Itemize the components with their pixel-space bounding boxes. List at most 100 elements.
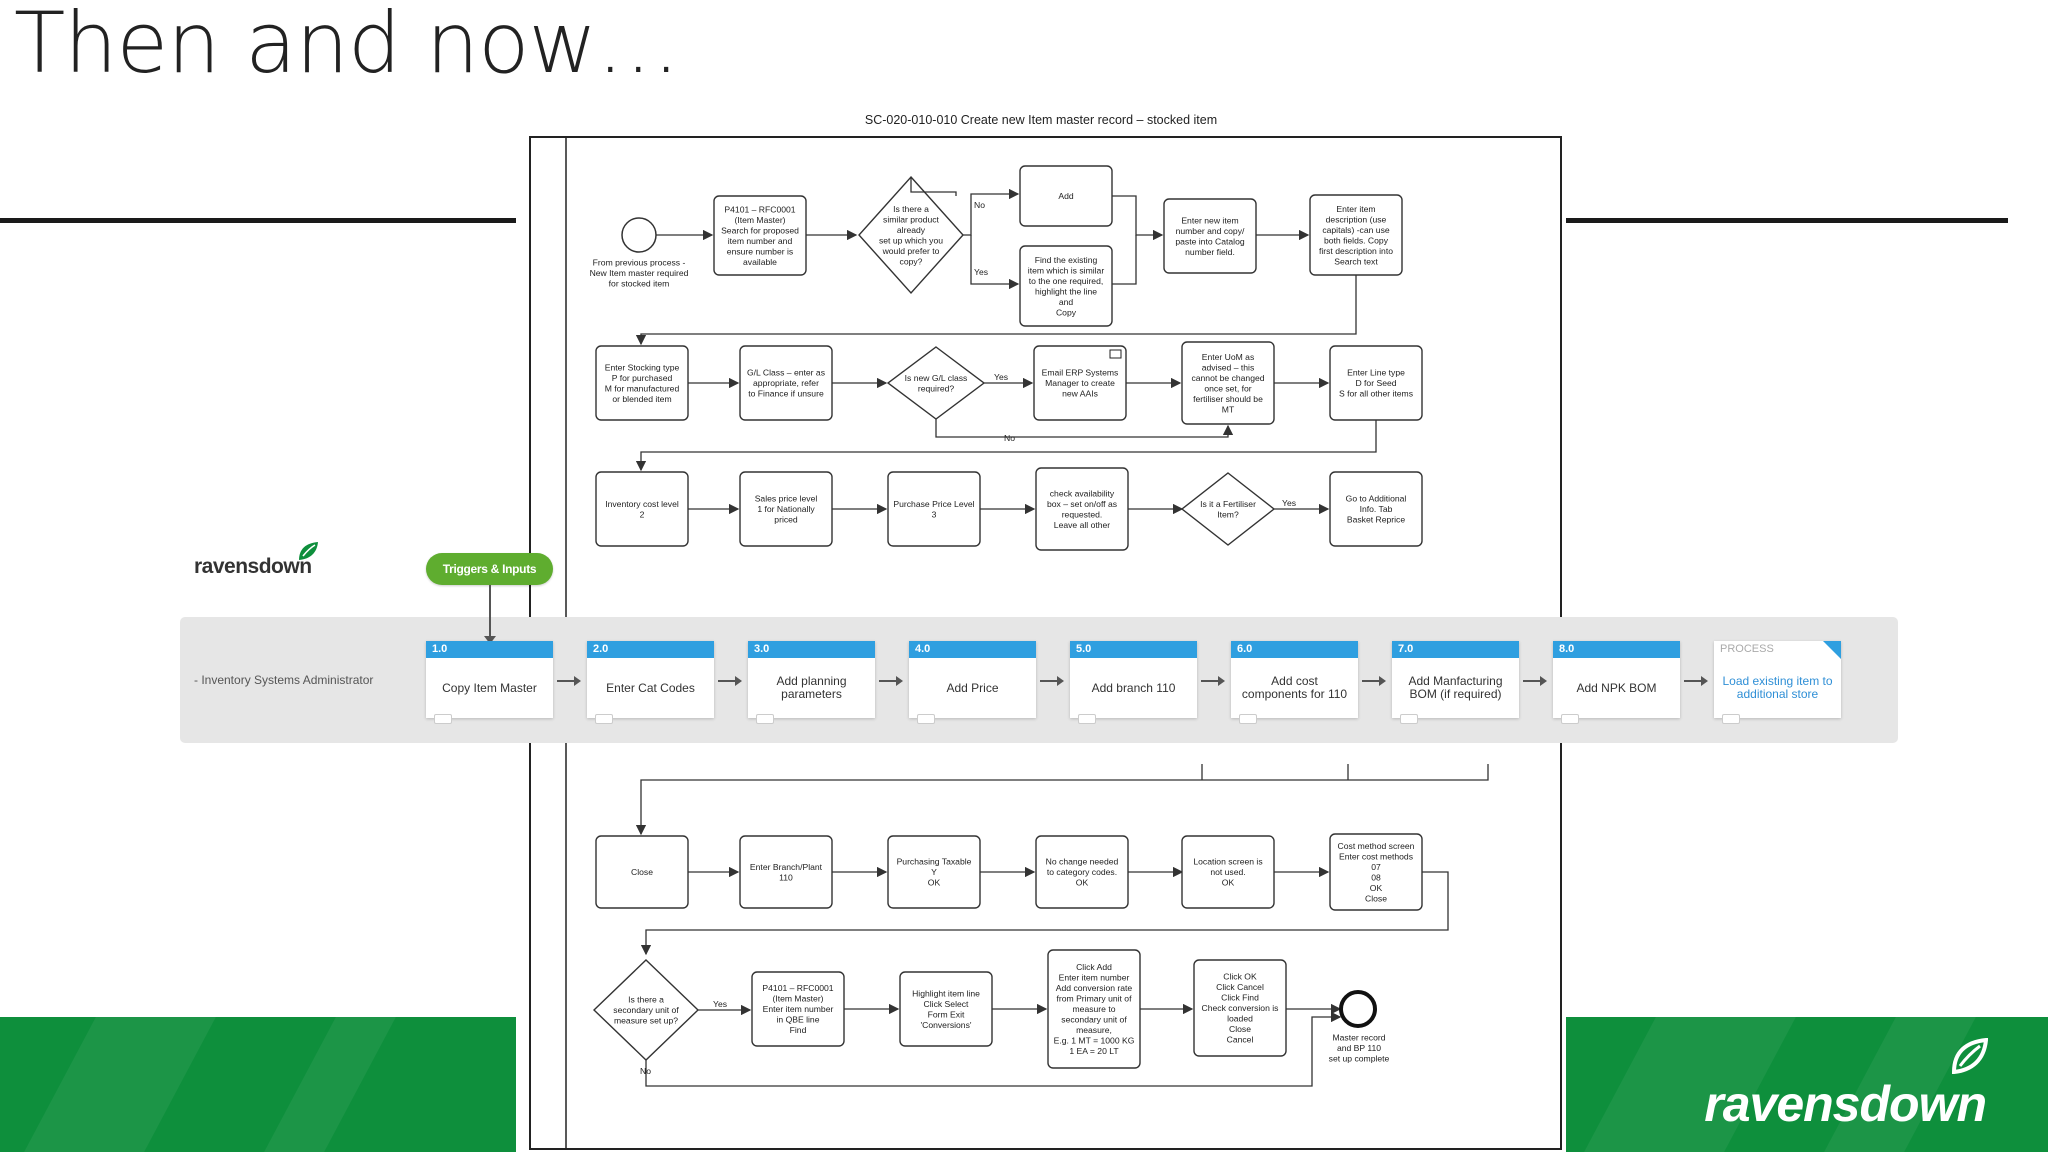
label-no: No [1004,433,1015,443]
flow-line [1112,195,1164,241]
label-yes: Yes [1282,498,1296,508]
process-step-label: Copy Item Master [442,680,537,695]
process-step-label: Add branch 110 [1091,680,1176,695]
expand-tab-icon[interactable] [756,714,774,724]
process-step-number: 5.0 [1070,641,1197,658]
ravensdown-leaf-icon [299,542,318,560]
process-step-label: Add cost components for 110 [1241,674,1348,701]
process-step-number: 8.0 [1553,641,1680,658]
row1-box-enter-number [1163,198,1257,274]
process-step-label: Enter Cat Codes [606,680,695,695]
flow-line [1112,235,1137,285]
process-step-label: Add Manfacturing BOM (if required) [1408,674,1503,701]
footer-logo: ravensdown [1704,1076,1987,1132]
start-node [621,217,657,253]
ravensdown-logo: ravensdown [194,555,312,578]
flow-line [640,871,1449,956]
flow-line [635,275,1357,346]
process-corner-icon [1823,641,1841,659]
step-connector-arrow [1040,676,1064,686]
row1-box-find [1019,245,1113,327]
step-connector-arrow [557,676,581,686]
row4-box-close-text: Close [631,867,653,877]
flow-line [910,177,957,196]
label-yes: Yes [974,267,988,277]
triggers-inputs-button[interactable]: Triggers & Inputs [426,553,553,585]
row5-box-2-text: P4101 – RFC0001(Item Master)Enter item n… [762,983,833,1035]
row1-box-1-text: P4101 – RFC0001(Item Master)Search for p… [721,204,799,267]
title-rule-right [1566,218,2008,223]
flow-line [970,235,1020,290]
expand-tab-icon[interactable] [917,714,935,724]
label-no: No [640,1066,651,1076]
flow-line [635,420,1377,472]
step-connector-arrow [718,676,742,686]
process-step-number: 3.0 [748,641,875,658]
expand-tab-icon[interactable] [434,714,452,724]
flow-line [635,764,1489,836]
process-step-9[interactable]: PROCESS Load existing item to additional … [1714,641,1841,724]
step-connector-arrow [1684,676,1708,686]
label-yes: Yes [994,372,1008,382]
row3-decision [1180,472,1276,546]
process-step-label: Load existing item to additional store [1722,674,1833,701]
expand-tab-icon[interactable] [1561,714,1579,724]
process-step-number: 7.0 [1392,641,1519,658]
step-connector-arrow [1362,676,1386,686]
step-connector-arrow [879,676,903,686]
process-step-label: Add Price [946,680,999,695]
flow-line [963,188,1020,236]
expand-tab-icon[interactable] [595,714,613,724]
slide-title: Then and now… [14,0,680,92]
end-node [1339,990,1377,1028]
flow-line [645,1011,1342,1087]
row3-box-6 [1329,471,1423,547]
expand-tab-icon[interactable] [1722,714,1740,724]
flow-line [935,419,1234,438]
envelope-icon [1109,349,1122,359]
expand-tab-icon[interactable] [1078,714,1096,724]
leaf-icon [1951,1038,1988,1074]
trigger-connector [489,585,491,641]
trigger-arrow [484,636,496,644]
lane-label: - Inventory Systems Administrator [194,673,374,687]
expand-tab-icon[interactable] [1239,714,1257,724]
step-connector-arrow [1201,676,1225,686]
process-step-number: PROCESS [1720,643,1774,655]
expand-tab-icon[interactable] [1400,714,1418,724]
start-label: From previous process -New Item master r… [590,258,689,289]
label-no: No [974,200,985,210]
flowchart-title: SC-020-010-010 Create new Item master re… [865,113,1217,127]
process-step-label: Add NPK BOM [1576,680,1657,695]
